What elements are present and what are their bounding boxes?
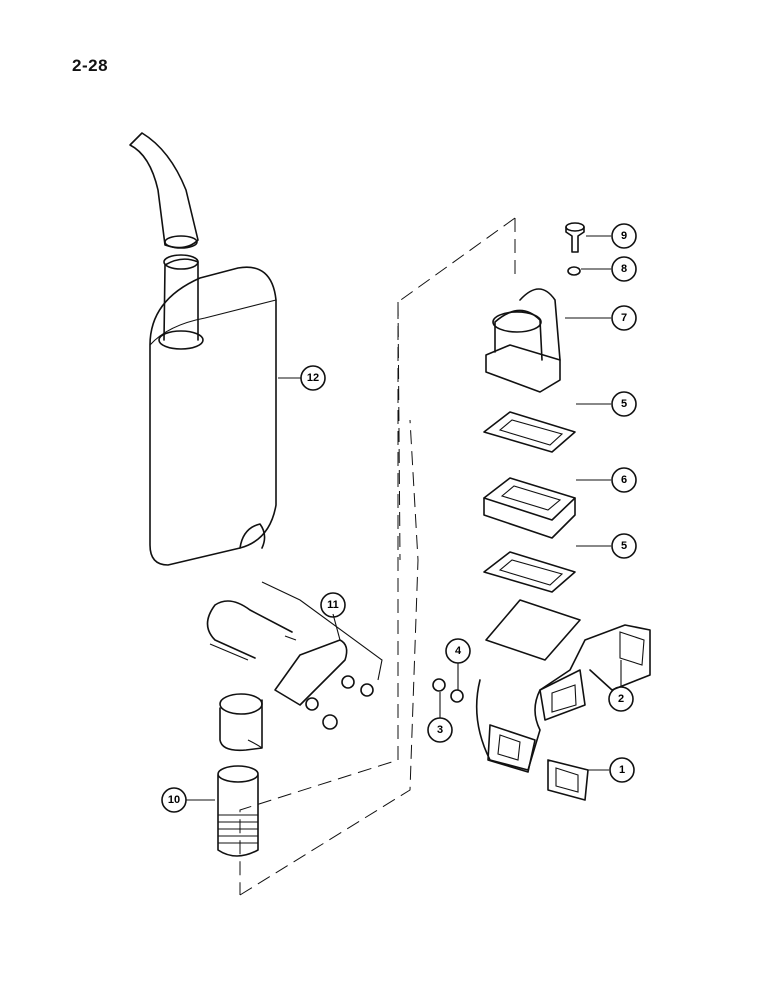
svg-text:5: 5: [621, 540, 627, 552]
u-bolt-clamp: [206, 581, 383, 730]
leader-lines: [186, 235, 622, 801]
svg-text:3: 3: [437, 724, 443, 736]
callout-5-lower: 5: [611, 533, 637, 559]
exhaust-elbow: [485, 288, 561, 393]
svg-text:9: 9: [621, 230, 627, 242]
washer: [450, 689, 464, 703]
callout-3: 3: [427, 717, 453, 743]
svg-text:7: 7: [621, 312, 627, 324]
pipe-coupler: [219, 693, 263, 752]
page-number: 2-28: [72, 56, 109, 75]
svg-text:5: 5: [621, 398, 627, 410]
assembly-dashed-inner: [397, 301, 401, 561]
exhaust-pipe: [217, 765, 259, 857]
exhaust-manifold: [475, 599, 651, 773]
svg-text:12: 12: [307, 372, 319, 384]
bolt: [565, 222, 585, 253]
callout-1: 1: [609, 757, 635, 783]
callout-4: 4: [445, 638, 471, 664]
callout-2: 2: [608, 686, 634, 712]
svg-text:11: 11: [327, 599, 339, 611]
callout-11: 11: [320, 592, 346, 618]
callout-5-upper: 5: [611, 391, 637, 417]
callout-9: 9: [611, 223, 637, 249]
manifold-gasket: [547, 759, 589, 801]
callout-10: 10: [161, 787, 187, 813]
nut: [432, 678, 446, 692]
svg-text:4: 4: [455, 645, 462, 657]
svg-text:8: 8: [621, 263, 627, 275]
svg-text:1: 1: [619, 764, 625, 776]
muffler: [129, 132, 277, 566]
callout-12: 12: [300, 365, 326, 391]
lock-washer: [567, 266, 581, 276]
spacer-plate: [483, 477, 576, 539]
svg-text:6: 6: [621, 474, 627, 486]
gasket-lower: [483, 551, 576, 593]
callout-8: 8: [611, 256, 637, 282]
svg-text:2: 2: [618, 693, 624, 705]
callout-7: 7: [611, 305, 637, 331]
assembly-dashed-outline: [239, 217, 516, 896]
callout-6: 6: [611, 467, 637, 493]
svg-text:10: 10: [168, 794, 180, 806]
gasket-upper: [483, 411, 576, 453]
